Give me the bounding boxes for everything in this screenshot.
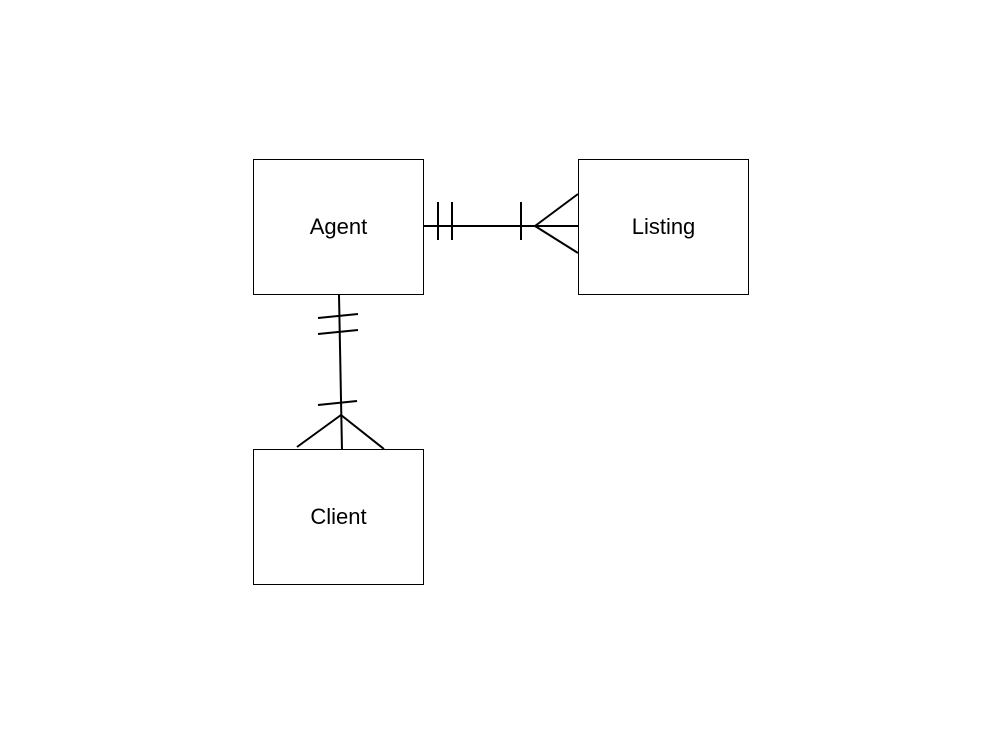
entity-listing-label: Listing xyxy=(631,214,696,239)
entity-agent-label: Agent xyxy=(309,214,368,239)
one-bar-agent-side-2 xyxy=(317,329,359,335)
entity-agent[interactable]: Agent xyxy=(253,159,424,295)
crows-foot-upper xyxy=(534,193,579,227)
entity-client-label: Client xyxy=(310,504,367,529)
relationship-agent-client xyxy=(296,294,385,452)
one-bar-agent-side-1 xyxy=(317,313,359,319)
entity-listing[interactable]: Listing xyxy=(578,159,749,295)
connector-line xyxy=(338,294,343,452)
one-bar-client-side xyxy=(317,400,358,406)
crows-foot-right xyxy=(340,414,385,450)
relationship-agent-listing xyxy=(424,193,579,254)
entity-client[interactable]: Client xyxy=(253,449,424,585)
crows-foot-left xyxy=(296,414,342,448)
crows-foot-lower xyxy=(534,225,579,254)
